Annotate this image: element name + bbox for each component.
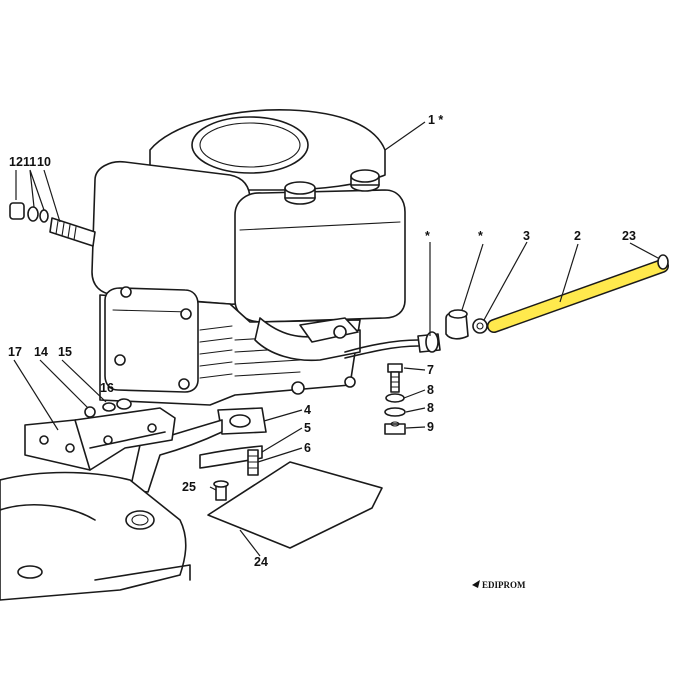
leader-lines: [13, 121, 659, 557]
callout-6: 6: [304, 441, 311, 455]
heat-shield-plate: [207, 461, 383, 549]
callout-1: 1 *: [428, 113, 443, 127]
fuel-hose-highlighted: [487, 254, 669, 333]
callout-8-upper: 8: [427, 383, 434, 397]
engine-body: [91, 109, 419, 406]
engine-bracket: [24, 398, 176, 471]
callout-15: 15: [58, 345, 72, 359]
callout-14: 14: [34, 345, 48, 359]
callout-4: 4: [304, 403, 311, 417]
callout-9: 9: [427, 420, 434, 434]
callout-star-a: *: [425, 229, 430, 243]
callout-2: 2: [574, 229, 581, 243]
callout-25: 25: [182, 480, 196, 494]
watermark-text: EDIPROM: [482, 580, 526, 590]
fuel-fittings: [417, 309, 488, 353]
callout-23: 23: [622, 229, 636, 243]
callout-8-lower: 8: [427, 401, 434, 415]
chassis-frame: [0, 471, 191, 601]
callout-5: 5: [304, 421, 311, 435]
callout-7: 7: [427, 363, 434, 377]
ediprom-logo-icon: [472, 580, 480, 588]
brand-watermark: EDIPROM: [472, 580, 526, 590]
hose-adapter-parts: [9, 202, 96, 247]
callout-labels: 1 * 12 11 10 * * 3 2 23 7 8 8 9 4 5 6 17…: [8, 113, 636, 569]
callout-star-b: *: [478, 229, 483, 243]
callout-11: 11: [23, 155, 36, 169]
callout-12: 12: [9, 155, 23, 169]
callout-10: 10: [37, 155, 51, 169]
exhaust-manifold: [129, 407, 267, 493]
callout-16: 16: [100, 381, 114, 395]
callout-24: 24: [254, 555, 268, 569]
bolt-washer-nut-set: [384, 363, 406, 435]
callout-17: 17: [8, 345, 22, 359]
callout-3: 3: [523, 229, 530, 243]
